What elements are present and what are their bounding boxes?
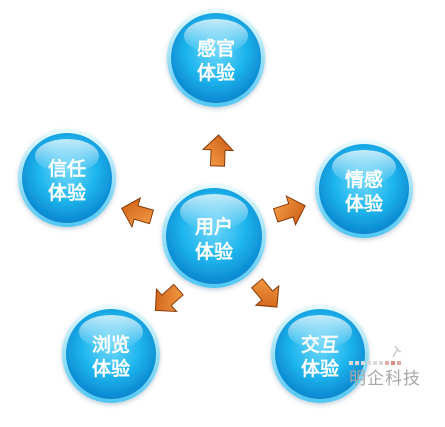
node-sensory-line1: 感官	[197, 37, 235, 60]
node-interaction: 交互 体验	[271, 305, 369, 403]
node-trust-line1: 信任	[48, 157, 86, 180]
node-interaction-line2: 体验	[301, 357, 340, 380]
node-trust: 信任 体验	[18, 129, 116, 227]
node-interaction-line1: 交互	[301, 333, 339, 356]
node-browse: 浏览 体验	[62, 305, 160, 403]
arrows-group	[120, 134, 306, 313]
watermark-text: 明企科技	[349, 369, 421, 389]
node-browse-line1: 浏览	[92, 333, 130, 356]
arrow-to-interaction-icon	[250, 278, 280, 308]
center-node-line1: 用户	[195, 215, 233, 238]
arrow-to-browse-icon	[154, 283, 184, 313]
arrow-to-emotion-icon	[272, 195, 306, 226]
arrow-to-trust-icon	[120, 197, 155, 229]
node-browse-line2: 体验	[92, 357, 131, 380]
watermark-logo-icon	[349, 345, 402, 365]
node-sensory: 感官 体验	[167, 9, 265, 107]
node-emotion-line2: 体验	[345, 192, 384, 215]
center-node-line2: 体验	[195, 240, 234, 263]
node-sensory-line2: 体验	[197, 61, 236, 84]
watermark: 明企科技	[349, 345, 421, 389]
center-node: 用户 体验	[162, 184, 266, 288]
arrow-to-sensory-icon	[201, 134, 235, 167]
node-trust-line2: 体验	[48, 181, 87, 204]
node-emotion-line1: 情感	[345, 168, 383, 191]
node-emotion: 情感 体验	[315, 140, 413, 238]
